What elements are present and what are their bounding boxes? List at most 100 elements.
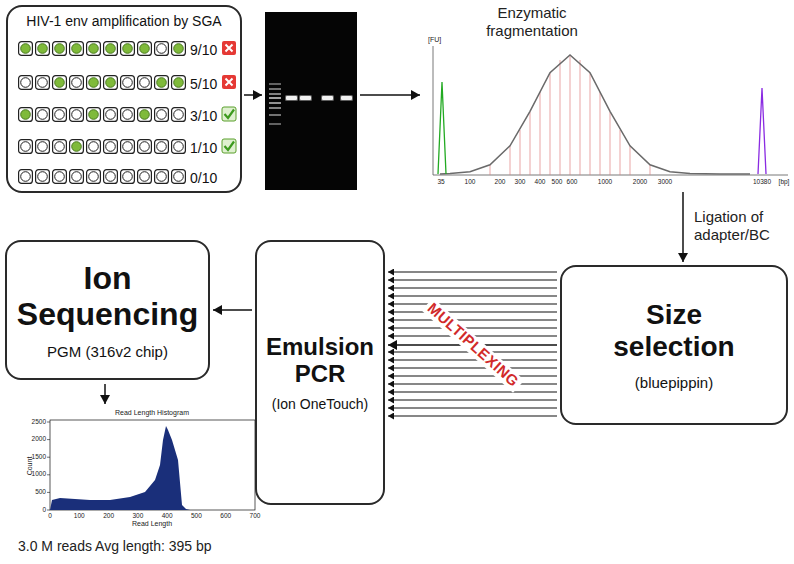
axis-label: 3000	[658, 178, 672, 186]
svg-line	[388, 295, 557, 296]
svg-line	[388, 367, 557, 368]
axis-label: 700	[250, 512, 261, 520]
svg-use	[19, 42, 33, 56]
svg-line	[269, 93, 281, 95]
svg-line	[550, 73, 551, 175]
svg-use	[36, 42, 50, 56]
svg-line	[520, 130, 521, 175]
svg-line	[630, 146, 631, 175]
axis-label: 300	[515, 178, 526, 186]
svg-use	[121, 170, 135, 184]
svg-rect	[341, 96, 352, 100]
svg-line	[269, 97, 281, 99]
axis-label: 200	[103, 512, 114, 520]
axis-label: 2000	[633, 178, 647, 186]
svg-rect	[321, 95, 334, 101]
box-title: HIV-1 env amplification by SGA	[8, 13, 240, 29]
svg-line	[269, 114, 281, 116]
svg-line	[47, 510, 50, 511]
box-text: 0/10	[190, 169, 217, 187]
svg-line	[388, 287, 557, 288]
svg-use	[53, 140, 67, 154]
svg-path	[758, 88, 766, 174]
svg-use	[36, 140, 50, 154]
svg-use	[87, 140, 101, 154]
svg-use	[138, 108, 152, 122]
box-title: Ion Sequencing	[15, 260, 200, 334]
svg-line	[433, 46, 434, 175]
svg-use	[53, 42, 67, 56]
svg-line	[388, 279, 557, 280]
svg-g	[490, 56, 650, 175]
svg-line	[560, 60, 561, 175]
axis-label: 600	[220, 512, 231, 520]
svg-rect	[222, 107, 236, 121]
svg-polyline	[440, 55, 750, 174]
svg-line	[590, 73, 591, 175]
svg-use	[121, 76, 135, 90]
axis-label: 100	[74, 512, 85, 520]
axis-label: 500	[191, 512, 202, 520]
axis-label: Read Length	[132, 520, 172, 528]
svg-rect	[222, 41, 236, 55]
svg-use	[19, 108, 33, 122]
svg-line	[388, 415, 557, 416]
axis-label: 1000	[598, 178, 612, 186]
flow-arrow	[360, 94, 420, 96]
svg-g	[47, 422, 50, 510]
svg-rect	[50, 420, 255, 510]
box-text: 1/10	[190, 139, 217, 157]
svg-use	[19, 76, 33, 90]
svg-use	[70, 42, 84, 56]
svg-use	[104, 108, 118, 122]
svg-rect	[300, 96, 311, 100]
svg-rect	[322, 96, 333, 100]
multiplex-arrows	[388, 272, 557, 416]
svg-use	[172, 170, 186, 184]
svg-path	[226, 45, 233, 52]
svg-line	[540, 92, 541, 175]
svg-line	[650, 165, 651, 175]
svg-line	[269, 107, 281, 109]
sga-panel: HIV-1 env amplification by SGA9/105/103/…	[6, 5, 242, 193]
svg-use	[121, 108, 135, 122]
svg-line	[530, 112, 531, 175]
svg-use	[19, 170, 33, 184]
svg-line	[47, 492, 50, 493]
svg-line	[580, 60, 581, 175]
axis-label: 2500	[32, 418, 46, 426]
svg-use	[138, 42, 152, 56]
svg-use	[70, 170, 84, 184]
svg-line	[600, 92, 601, 175]
svg-line	[388, 383, 557, 384]
svg-line	[388, 271, 557, 272]
well-row	[19, 140, 186, 154]
svg-line	[388, 375, 557, 376]
svg-line	[388, 399, 557, 400]
svg-line	[610, 112, 611, 175]
svg-path	[226, 79, 233, 86]
svg-line	[620, 130, 621, 175]
step-label: Ligation of adapter/BC	[694, 208, 790, 244]
reject-icon	[222, 75, 236, 89]
svg-use	[36, 108, 50, 122]
svg-line	[47, 422, 50, 423]
box-content: Size selection(bluepippin)	[562, 267, 786, 423]
svg-use	[87, 108, 101, 122]
accept-icon	[222, 107, 236, 121]
svg-use	[87, 42, 101, 56]
svg-line	[388, 407, 557, 408]
well-row	[19, 108, 186, 122]
box-text: (Ion OneTouch)	[272, 396, 369, 412]
svg-use	[172, 140, 186, 154]
well-row	[19, 76, 186, 90]
svg-line	[269, 83, 281, 85]
svg-path	[225, 142, 235, 151]
box-text: (bluepippin)	[635, 374, 713, 391]
svg-use	[87, 170, 101, 184]
svg-path	[50, 426, 190, 510]
axis-label: 0	[42, 506, 46, 514]
flow-arrow	[682, 192, 684, 262]
svg-use	[172, 76, 186, 90]
svg-path	[225, 110, 235, 119]
